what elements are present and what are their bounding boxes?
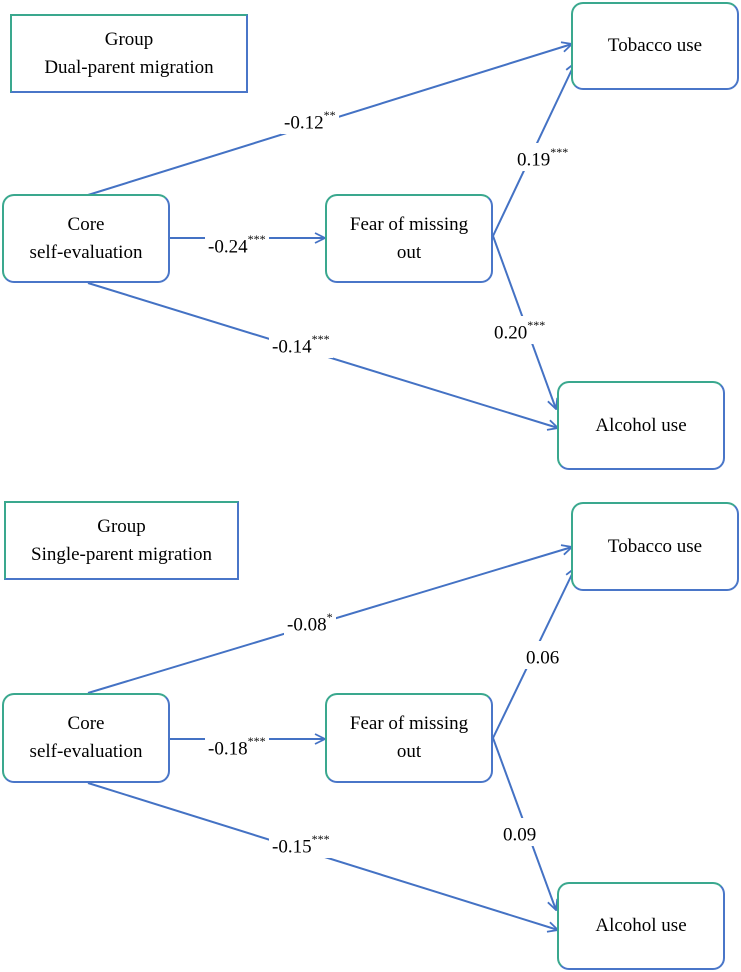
node-alcohol-use: Alcohol use [557, 381, 725, 470]
node-label-line1: Fear of missing [349, 713, 469, 734]
node-label-line2: self-evaluation [29, 241, 143, 263]
node-label-line1: Fear of missing [349, 213, 469, 235]
node-label: Alcohol use [595, 414, 687, 436]
node-label: Tobacco use [607, 35, 703, 56]
coef-cse-tobacco: -0.08* [284, 608, 336, 637]
coef-cse-tobacco: -0.12** [281, 106, 339, 135]
node-label-line1: Core [67, 713, 105, 734]
coef-fomo-alcohol: 0.09 [500, 818, 540, 847]
group-title: Group [104, 28, 154, 50]
group-name: Dual-parent migration [44, 56, 214, 78]
coef-cse-alcohol: -0.15*** [269, 830, 333, 859]
node-tobacco-use: Tobacco use [571, 502, 739, 591]
node-tobacco-use: Tobacco use [571, 2, 739, 90]
node-label-line2: out [396, 741, 422, 762]
node-label: Tobacco use [607, 535, 703, 557]
node-alcohol-use: Alcohol use [557, 882, 725, 970]
group-label-box: Group Single-parent migration [4, 501, 239, 580]
group-label-box: Group Dual-parent migration [10, 14, 248, 93]
node-fear-of-missing-out: Fear of missing out [325, 194, 493, 283]
group-title: Group [97, 515, 146, 537]
node-core-self-evaluation: Core self-evaluation [2, 693, 170, 783]
coef-cse-alcohol: -0.14*** [269, 330, 333, 359]
group-name: Single-parent migration [31, 543, 212, 565]
coef-cse-fomo: -0.24*** [205, 230, 269, 259]
node-fear-of-missing-out: Fear of missing out [325, 693, 493, 783]
coef-fomo-alcohol: 0.20*** [491, 316, 549, 345]
node-core-self-evaluation: Core self-evaluation [2, 194, 170, 283]
node-label-line1: Core [67, 213, 105, 235]
coef-fomo-tobacco: 0.19*** [514, 143, 572, 172]
node-label-line2: self-evaluation [29, 741, 143, 762]
node-label: Alcohol use [595, 915, 687, 936]
node-label-line2: out [396, 241, 422, 263]
coef-cse-fomo: -0.18*** [205, 732, 269, 761]
coef-fomo-tobacco: 0.06 [523, 641, 563, 670]
